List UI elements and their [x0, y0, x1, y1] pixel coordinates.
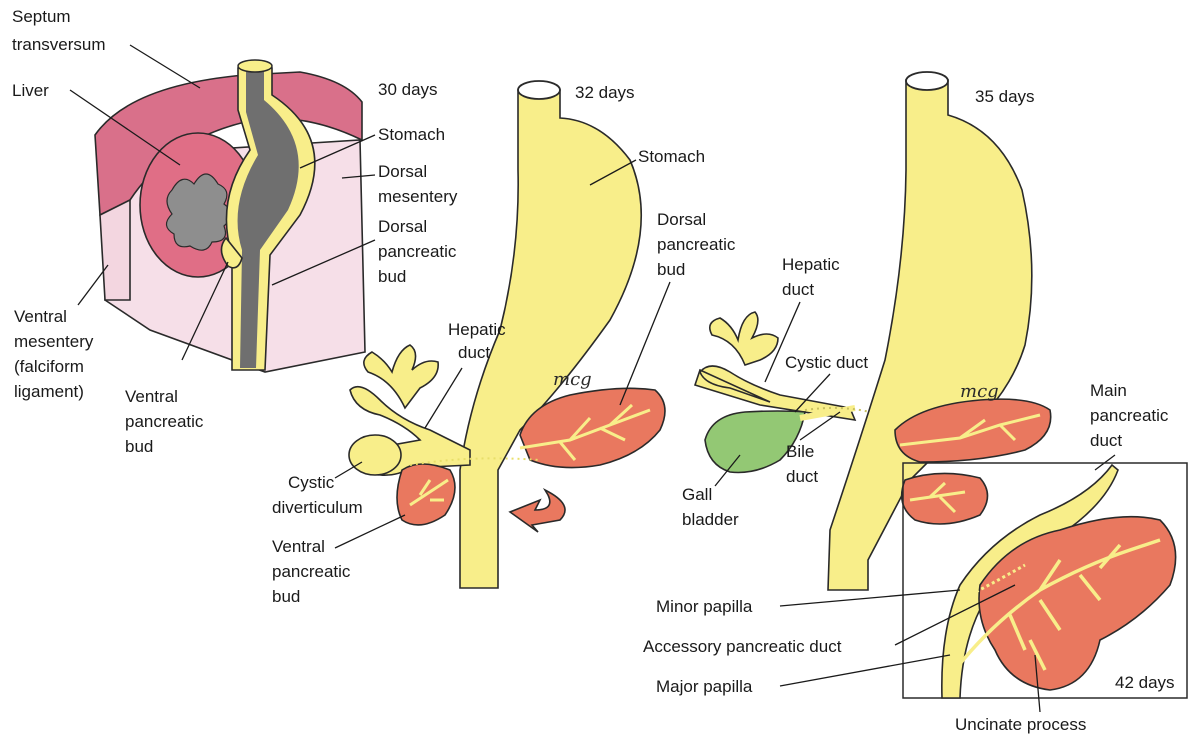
label-ventral-bud-32-1: Ventral	[272, 537, 325, 556]
label-septum-2: transversum	[12, 35, 106, 54]
label-dorsal-mesentery-2: mesentery	[378, 187, 458, 206]
label-bile-duct-1: Bile	[786, 442, 814, 461]
label-ventral-mesentery-4: ligament)	[14, 382, 84, 401]
label-ventral-bud-32-3: bud	[272, 587, 300, 606]
artist-signature-35: mcg	[960, 381, 999, 402]
label-dorsal-bud-32-2: pancreatic	[657, 235, 736, 254]
label-ventral-bud-30-1: Ventral	[125, 387, 178, 406]
hepatic-branches-35	[710, 312, 778, 365]
label-cystic-div-2: diverticulum	[272, 498, 363, 517]
panel-30-days: Septum transversum Liver 30 days Stomach…	[12, 7, 458, 456]
gut-opening-32	[518, 81, 560, 99]
septum-front-face	[100, 200, 130, 300]
leader-ventral-bud-32	[335, 515, 405, 548]
label-gall-2: bladder	[682, 510, 739, 529]
gut-opening-30	[238, 60, 272, 72]
label-uncinate: Uncinate process	[955, 715, 1086, 734]
stage-label-30: 30 days	[378, 80, 438, 99]
label-dorsal-bud-30-3: bud	[378, 267, 406, 286]
label-septum-1: Septum	[12, 7, 71, 26]
label-hepatic-35-2: duct	[782, 280, 814, 299]
label-ventral-bud-32-2: pancreatic	[272, 562, 351, 581]
leader-major-papilla	[780, 655, 950, 686]
stage-label-42: 42 days	[1115, 673, 1175, 692]
label-ventral-bud-30-2: pancreatic	[125, 412, 204, 431]
stage-label-35: 35 days	[975, 87, 1035, 106]
label-hepatic-35-1: Hepatic	[782, 255, 840, 274]
label-ventral-bud-30-3: bud	[125, 437, 153, 456]
leader-dorsal-bud-32	[620, 282, 670, 405]
label-ventral-mesentery-1: Ventral	[14, 307, 67, 326]
label-hepatic-32-2: duct	[458, 343, 490, 362]
artist-signature-32: mcg	[553, 369, 592, 390]
label-stomach-32: Stomach	[638, 147, 705, 166]
rotation-arrow	[510, 490, 565, 532]
label-liver: Liver	[12, 81, 49, 100]
label-bile-duct-2: duct	[786, 467, 818, 486]
label-stomach-30: Stomach	[378, 125, 445, 144]
leader-septum	[130, 45, 200, 88]
label-dorsal-mesentery-1: Dorsal	[378, 162, 427, 181]
label-cystic-duct: Cystic duct	[785, 353, 868, 372]
label-main-duct-3: duct	[1090, 431, 1122, 450]
label-dorsal-bud-32-3: bud	[657, 260, 685, 279]
label-gall-1: Gall	[682, 485, 712, 504]
label-ventral-mesentery-2: mesentery	[14, 332, 94, 351]
panel-35-days: mcg 35 days Hepatic duct Cystic duct Bil…	[682, 72, 1169, 590]
label-main-duct-1: Main	[1090, 381, 1127, 400]
label-ventral-mesentery-3: (falciform	[14, 357, 84, 376]
label-cystic-div-1: Cystic	[288, 473, 335, 492]
stage-label-32: 32 days	[575, 83, 635, 102]
gut-opening-35	[906, 72, 948, 90]
label-dorsal-bud-32-1: Dorsal	[657, 210, 706, 229]
label-main-duct-2: pancreatic	[1090, 406, 1169, 425]
cystic-diverticulum	[349, 435, 401, 475]
label-hepatic-32-1: Hepatic	[448, 320, 506, 339]
label-major-papilla: Major papilla	[656, 677, 753, 696]
label-dorsal-bud-30-2: pancreatic	[378, 242, 457, 261]
liver-hepatic-cords	[166, 174, 231, 250]
label-minor-papilla: Minor papilla	[656, 597, 753, 616]
leader-minor-papilla	[780, 590, 960, 606]
label-dorsal-bud-30-1: Dorsal	[378, 217, 427, 236]
label-accessory-duct: Accessory pancreatic duct	[643, 637, 842, 656]
